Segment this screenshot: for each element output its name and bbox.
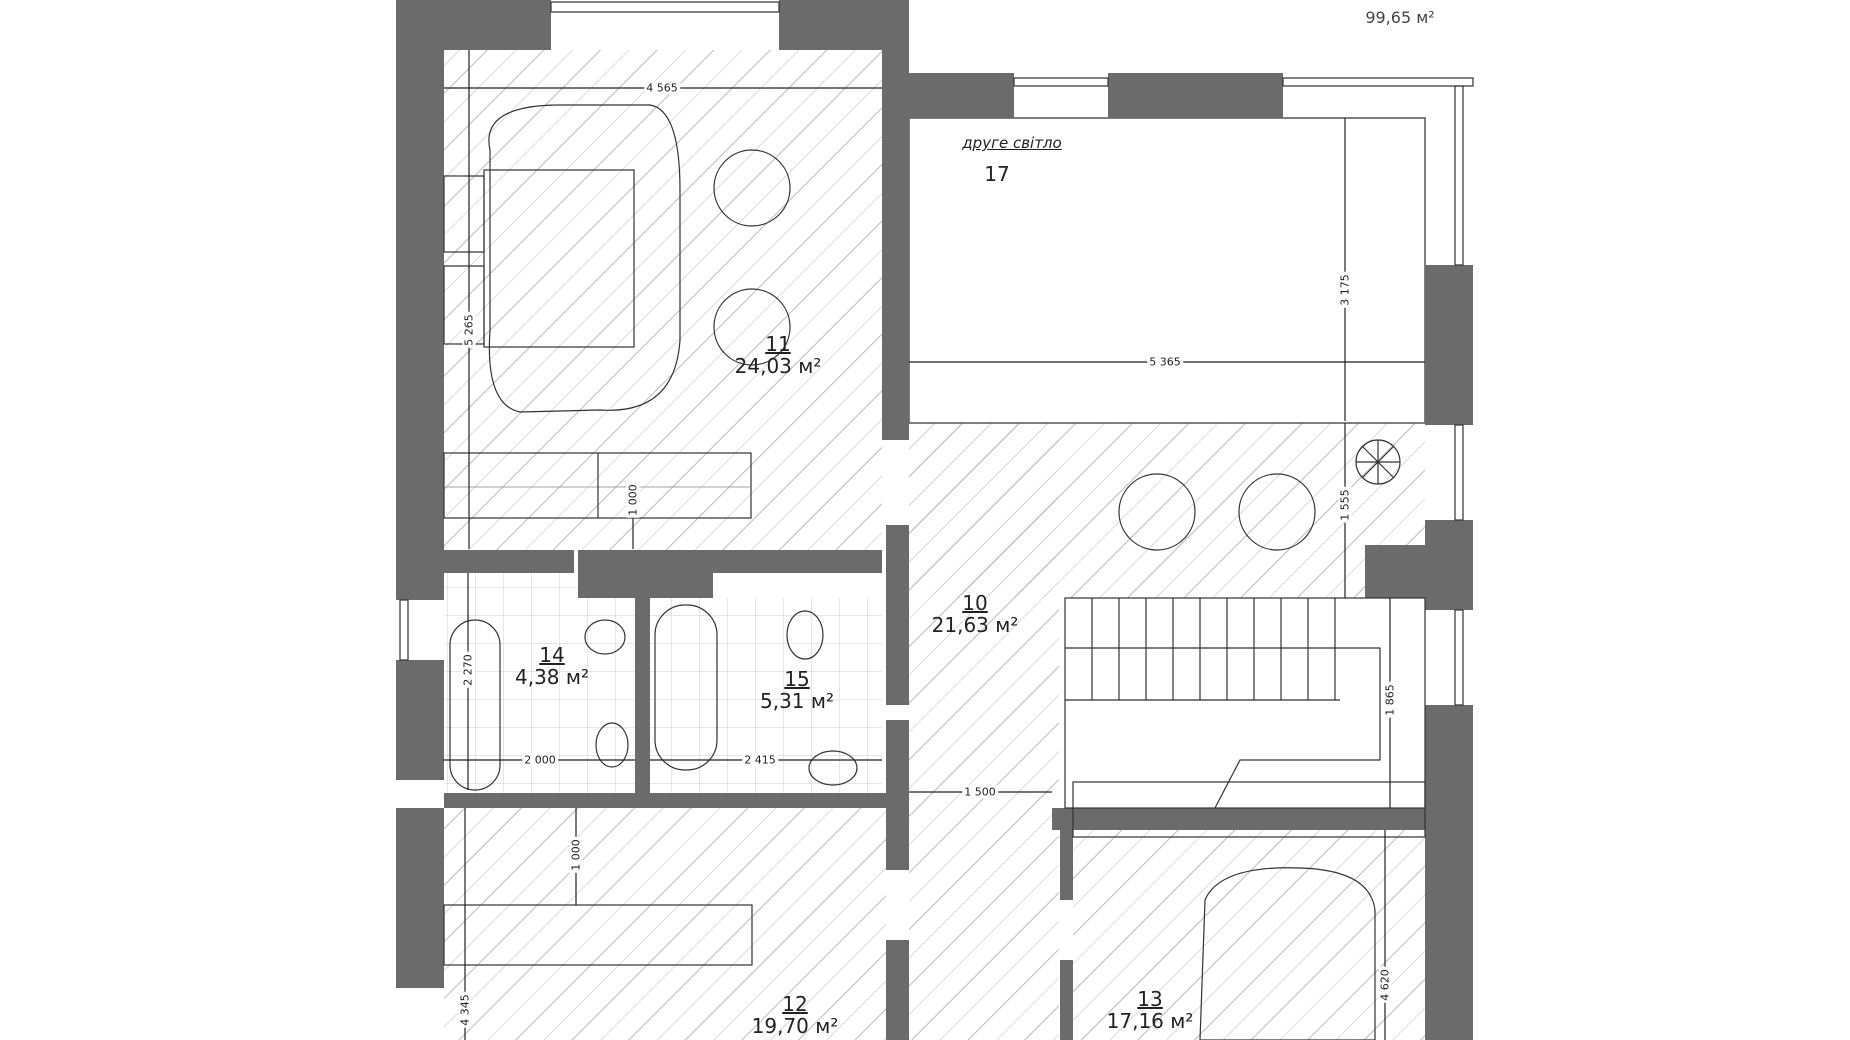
room-note: друге світло — [962, 134, 1062, 152]
room-number: 14 — [539, 643, 565, 667]
pouf — [713, 149, 791, 227]
dimension-label: 2 415 — [742, 753, 778, 767]
bathtub-room-15 — [654, 604, 718, 771]
dimension-label: 3 175 — [1338, 272, 1352, 308]
room-number: 13 — [1137, 987, 1163, 1011]
dimension-label: 1 000 — [569, 837, 583, 873]
dimension-label: 5 365 — [1147, 355, 1183, 369]
room-11-floor — [444, 50, 882, 550]
bed-room-11 — [443, 104, 681, 413]
dimension-label: 1 555 — [1338, 487, 1352, 523]
sink-room-15 — [808, 750, 858, 786]
room-17-area — [908, 117, 1426, 424]
dimension-label: 2 270 — [461, 652, 475, 688]
wardrobe-room-13 — [1072, 781, 1426, 838]
room-11-label: 11 24,03 м² — [735, 333, 822, 377]
dimension-label: 2 000 — [522, 753, 558, 767]
room-area: 4,38 м² — [515, 665, 589, 689]
room-12-floor — [444, 808, 886, 1040]
dimension-label: 4 345 — [458, 992, 472, 1028]
staircase — [1064, 597, 1426, 809]
corridor-floor — [909, 423, 1059, 1040]
room-10-label: 10 21,63 м² — [932, 592, 1019, 636]
dimension-label: 4 565 — [644, 81, 680, 95]
dimension-label: 1 000 — [626, 482, 640, 518]
room-number: 10 — [962, 591, 988, 615]
room-area: 24,03 м² — [734, 354, 822, 378]
pouf — [713, 288, 791, 366]
room-17-label: друге світло 17 — [962, 134, 1061, 186]
windows — [399, 1, 1474, 706]
toilet-room-15 — [786, 610, 824, 660]
pouf — [1238, 473, 1316, 551]
total-area: 99,65 м² — [1365, 8, 1435, 27]
room-area: 21,63 м² — [931, 613, 1019, 637]
pouf — [1118, 473, 1196, 551]
room-13-label: 13 17,16 м² — [1107, 988, 1194, 1032]
room-number: 12 — [782, 992, 808, 1016]
sink-room-14 — [595, 722, 629, 768]
room-area: 17,16 м² — [1106, 1009, 1194, 1033]
dimension-label: 5 265 — [462, 312, 476, 348]
wardrobe-room-12 — [443, 904, 753, 966]
room-number: 11 — [765, 332, 791, 356]
plant-icon — [1355, 439, 1401, 485]
dimension-label: 1 865 — [1383, 682, 1397, 718]
walls — [396, 0, 1473, 1040]
room-12-label: 12 19,70 м² — [752, 993, 839, 1037]
dimension-label: 4 620 — [1378, 967, 1392, 1003]
bathtub-room-14 — [449, 619, 501, 791]
room-15-label: 15 5,31 м² — [760, 668, 834, 712]
wardrobe-room-11 — [443, 452, 752, 519]
room-number: 15 — [784, 667, 810, 691]
toilet-room-14 — [584, 619, 626, 655]
dimension-label: 1 500 — [962, 785, 998, 799]
room-area: 19,70 м² — [751, 1014, 839, 1038]
rug-room-13 — [1199, 867, 1376, 1040]
room-14-label: 14 4,38 м² — [515, 644, 589, 688]
room-area: 5,31 м² — [760, 689, 834, 713]
room-number: 17 — [984, 162, 1010, 186]
